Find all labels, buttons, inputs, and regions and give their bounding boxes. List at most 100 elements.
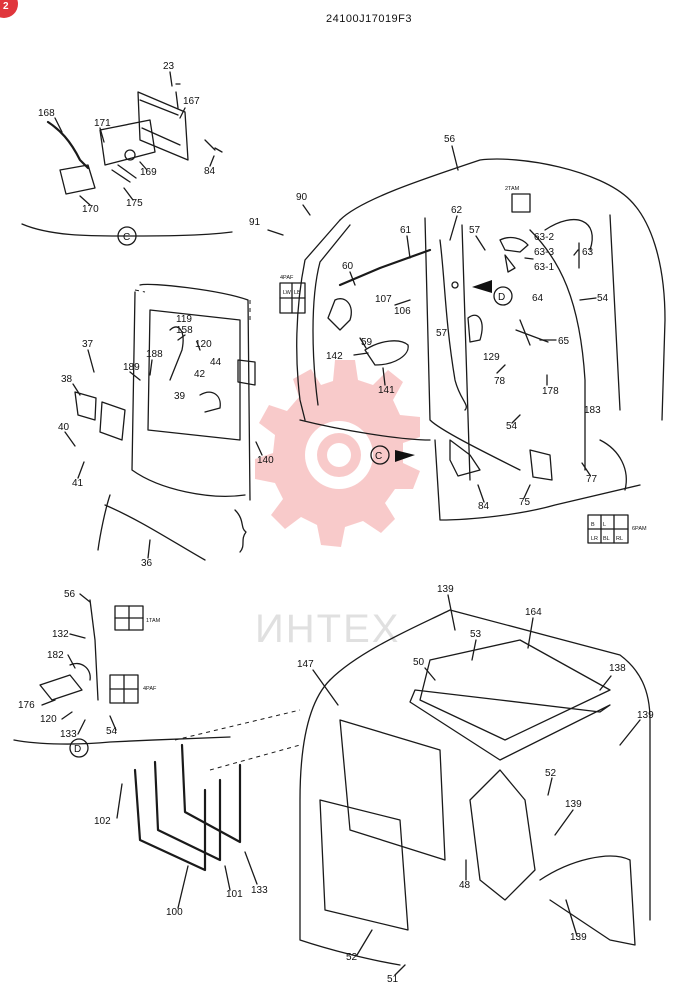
arrow-to-detail-c: C bbox=[370, 445, 415, 465]
part-label: 139 bbox=[637, 710, 654, 721]
part-label: 158 bbox=[176, 325, 193, 336]
part-label: 23 bbox=[163, 61, 175, 72]
part-label: 63 bbox=[582, 247, 594, 258]
connector-pin-l: L bbox=[603, 522, 606, 528]
part-label: 133 bbox=[251, 885, 268, 896]
connector-pin-rl: RL bbox=[616, 536, 623, 542]
part-label: 64 bbox=[532, 293, 544, 304]
arrow-to-detail-d: D bbox=[472, 280, 513, 306]
part-label: 107 bbox=[375, 294, 392, 305]
part-label: 132 bbox=[52, 629, 69, 640]
part-label: 52 bbox=[346, 952, 358, 963]
part-label: 188 bbox=[146, 349, 163, 360]
part-label: 54 bbox=[106, 726, 118, 737]
part-label: 100 bbox=[166, 907, 183, 918]
part-label: 167 bbox=[183, 96, 200, 107]
connector-pin-b: B bbox=[591, 522, 595, 528]
part-label: 63-1 bbox=[534, 262, 554, 273]
part-label: 171 bbox=[94, 118, 111, 129]
part-label: 57 bbox=[436, 328, 448, 339]
part-label: 52 bbox=[545, 768, 557, 779]
part-label: 139 bbox=[570, 932, 587, 943]
part-label: 63-3 bbox=[534, 247, 554, 258]
detail-marker-c-lower: C bbox=[375, 451, 382, 462]
part-label: 106 bbox=[394, 306, 411, 317]
part-label: 40 bbox=[58, 422, 70, 433]
part-label: 129 bbox=[483, 352, 500, 363]
connector-upper-4paf: 4PAF LW LB bbox=[279, 275, 306, 314]
part-label: 36 bbox=[141, 558, 153, 569]
part-label: 175 bbox=[126, 198, 143, 209]
part-label: 142 bbox=[326, 351, 343, 362]
part-label: 147 bbox=[297, 659, 314, 670]
part-label: 56 bbox=[64, 589, 76, 600]
connector-label-4paf: 4PAF bbox=[280, 275, 294, 281]
part-label: 182 bbox=[47, 650, 64, 661]
part-label: 65 bbox=[558, 336, 570, 347]
part-labels: 23 167 168 171 169 84 170 175 56 90 91 6… bbox=[18, 61, 654, 985]
connector-pin-lb: LB bbox=[294, 290, 301, 296]
part-label: 59 bbox=[361, 337, 373, 348]
part-label: 50 bbox=[413, 657, 425, 668]
connector-label-6pam: 6PAM bbox=[632, 526, 647, 532]
part-label: 119 bbox=[176, 314, 192, 325]
part-label: 61 bbox=[400, 225, 412, 236]
leader-lines bbox=[41, 71, 641, 976]
part-label: 139 bbox=[565, 799, 582, 810]
part-label: 62 bbox=[451, 205, 463, 216]
watermark-logo: ИНТЕХ bbox=[255, 360, 420, 651]
rear-door-panel bbox=[74, 283, 256, 561]
part-label: 37 bbox=[82, 339, 94, 350]
detail-d-switch-assembly: 1TAM 4PAF D bbox=[13, 599, 231, 758]
watermark-text: ИНТЕХ bbox=[255, 607, 400, 651]
part-label: 84 bbox=[478, 501, 490, 512]
detail-c-latch-assembly: C bbox=[21, 83, 233, 246]
part-label: 102 bbox=[94, 816, 111, 827]
part-label: 77 bbox=[586, 474, 598, 485]
detail-marker-c: C bbox=[123, 232, 130, 243]
part-label: 120 bbox=[40, 714, 57, 725]
part-label: 56 bbox=[444, 134, 456, 145]
cab-lower-assembly bbox=[133, 609, 651, 966]
part-label: 78 bbox=[494, 376, 506, 387]
part-label: 133 bbox=[60, 729, 77, 740]
part-label: 60 bbox=[342, 261, 354, 272]
part-label: 53 bbox=[470, 629, 482, 640]
connector-label-4paf-d: 4PAF bbox=[143, 686, 157, 692]
part-label: 140 bbox=[257, 455, 274, 466]
part-label: 138 bbox=[609, 663, 626, 674]
part-label: 101 bbox=[226, 889, 243, 900]
part-label: 168 bbox=[38, 108, 55, 119]
corner-badge: 2 bbox=[0, 0, 18, 18]
part-label: 42 bbox=[194, 369, 206, 380]
connector-upper-2tam: 2TAM bbox=[505, 186, 531, 213]
part-label: 164 bbox=[525, 607, 542, 618]
connector-pin-lw: LW bbox=[283, 290, 292, 296]
part-label: 39 bbox=[174, 391, 186, 402]
part-label: 75 bbox=[519, 497, 531, 508]
part-label: 141 bbox=[378, 385, 395, 396]
detail-marker-d-lower: D bbox=[74, 744, 81, 755]
part-label: 38 bbox=[61, 374, 73, 385]
part-label: 44 bbox=[210, 357, 222, 368]
part-label: 57 bbox=[469, 225, 481, 236]
part-label: 170 bbox=[82, 204, 99, 215]
part-label: 84 bbox=[204, 166, 216, 177]
part-label: 63-2 bbox=[534, 232, 554, 243]
corner-badge-text: 2 bbox=[3, 1, 9, 12]
part-label: 189 bbox=[123, 362, 140, 373]
part-label: 178 bbox=[542, 386, 559, 397]
connector-lower-6pam: B L BL RL LR 6PAM bbox=[587, 514, 647, 544]
part-label: 169 bbox=[140, 167, 157, 178]
connector-pin-lr: LR bbox=[591, 536, 598, 542]
part-label: 41 bbox=[72, 478, 84, 489]
part-label: 139 bbox=[437, 584, 454, 595]
part-label: 176 bbox=[18, 700, 35, 711]
connector-label-2tam: 2TAM bbox=[505, 186, 520, 192]
part-label: 91 bbox=[249, 217, 261, 228]
part-label: 120 bbox=[195, 339, 212, 350]
part-label: 54 bbox=[597, 293, 609, 304]
part-label: 183 bbox=[584, 405, 601, 416]
part-label: 54 bbox=[506, 421, 518, 432]
